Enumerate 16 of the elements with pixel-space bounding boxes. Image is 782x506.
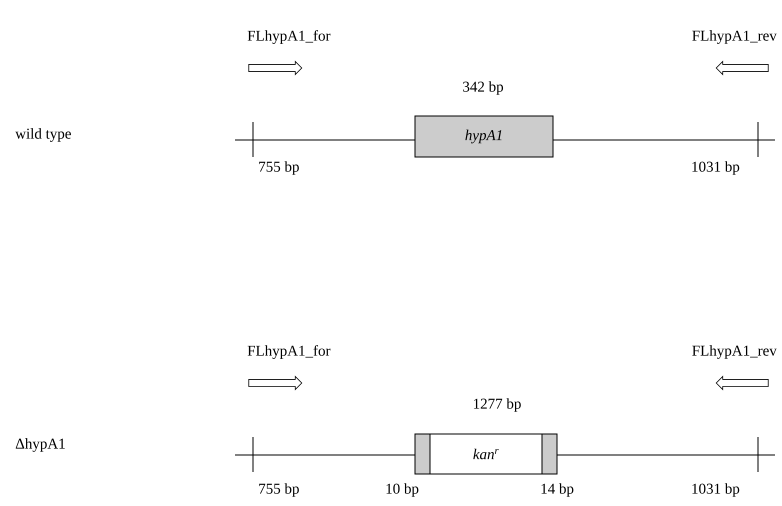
size-label: 10 bp <box>386 483 418 497</box>
primer-label: FLhypA1_rev <box>692 30 777 44</box>
primer-label: FLhypA1_for <box>248 345 330 359</box>
size-label: 755 bp <box>259 161 299 175</box>
strain-label: wild type <box>15 128 71 142</box>
size-label: 755 bp <box>259 483 299 497</box>
primer-label: FLhypA1_for <box>248 30 330 44</box>
size-label: 1277 bp <box>474 398 521 412</box>
strain-label: ΔhypA1 <box>16 438 65 452</box>
size-label: 342 bp <box>463 81 504 95</box>
primer-label: FLhypA1_rev <box>692 345 777 359</box>
gene-box: hypA1 <box>414 116 554 158</box>
size-label: 1031 bp <box>692 483 740 497</box>
size-label: 1031 bp <box>692 161 740 175</box>
size-label: 14 bp <box>542 483 574 497</box>
gene-box: kan$^{r}$ <box>414 434 558 474</box>
